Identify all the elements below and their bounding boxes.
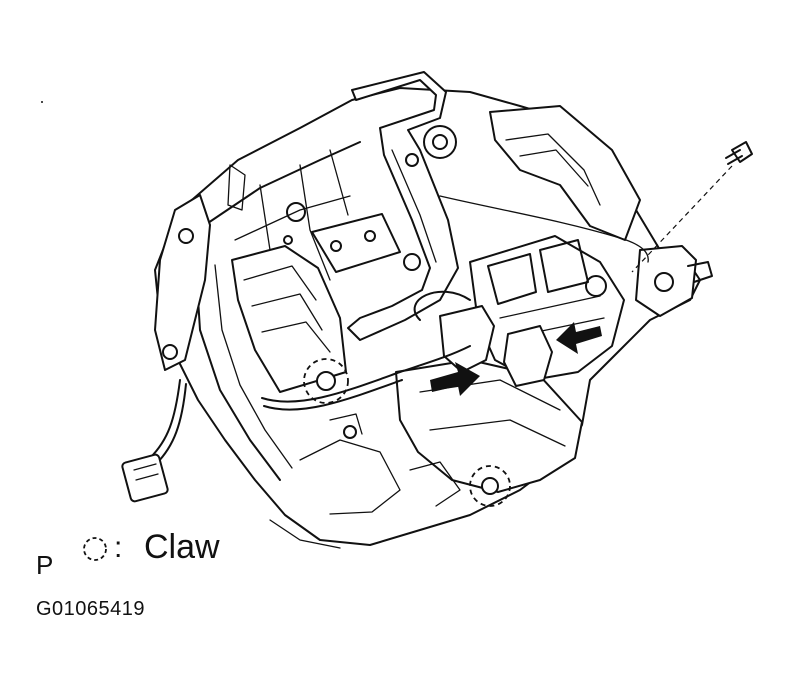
valve-fitting [423, 125, 457, 159]
claw-bottom [481, 477, 499, 495]
legend-separator: : [114, 531, 123, 564]
figure-id: G01065419 [36, 598, 146, 620]
legend-label: Claw [144, 528, 220, 566]
stray-mark [41, 101, 43, 103]
mounting-plate [283, 202, 421, 273]
claw-marker-left [303, 358, 349, 404]
legend-prefix: P [36, 550, 54, 580]
screw [631, 141, 753, 273]
claw-marker-bottom [469, 465, 511, 507]
arrow-left-icon [556, 322, 602, 354]
left-bracket [154, 164, 246, 371]
dashed-circle-claw-icon [83, 537, 107, 561]
coolant-pipe [347, 71, 459, 341]
center-connectors [261, 195, 649, 411]
arrow-right-icon [430, 362, 480, 396]
duct-opening [231, 245, 347, 393]
wire-harness-left [121, 379, 187, 503]
right-arm [635, 245, 713, 317]
lower-structure [269, 413, 461, 549]
right-frame [405, 105, 641, 241]
claw-left [316, 371, 336, 391]
